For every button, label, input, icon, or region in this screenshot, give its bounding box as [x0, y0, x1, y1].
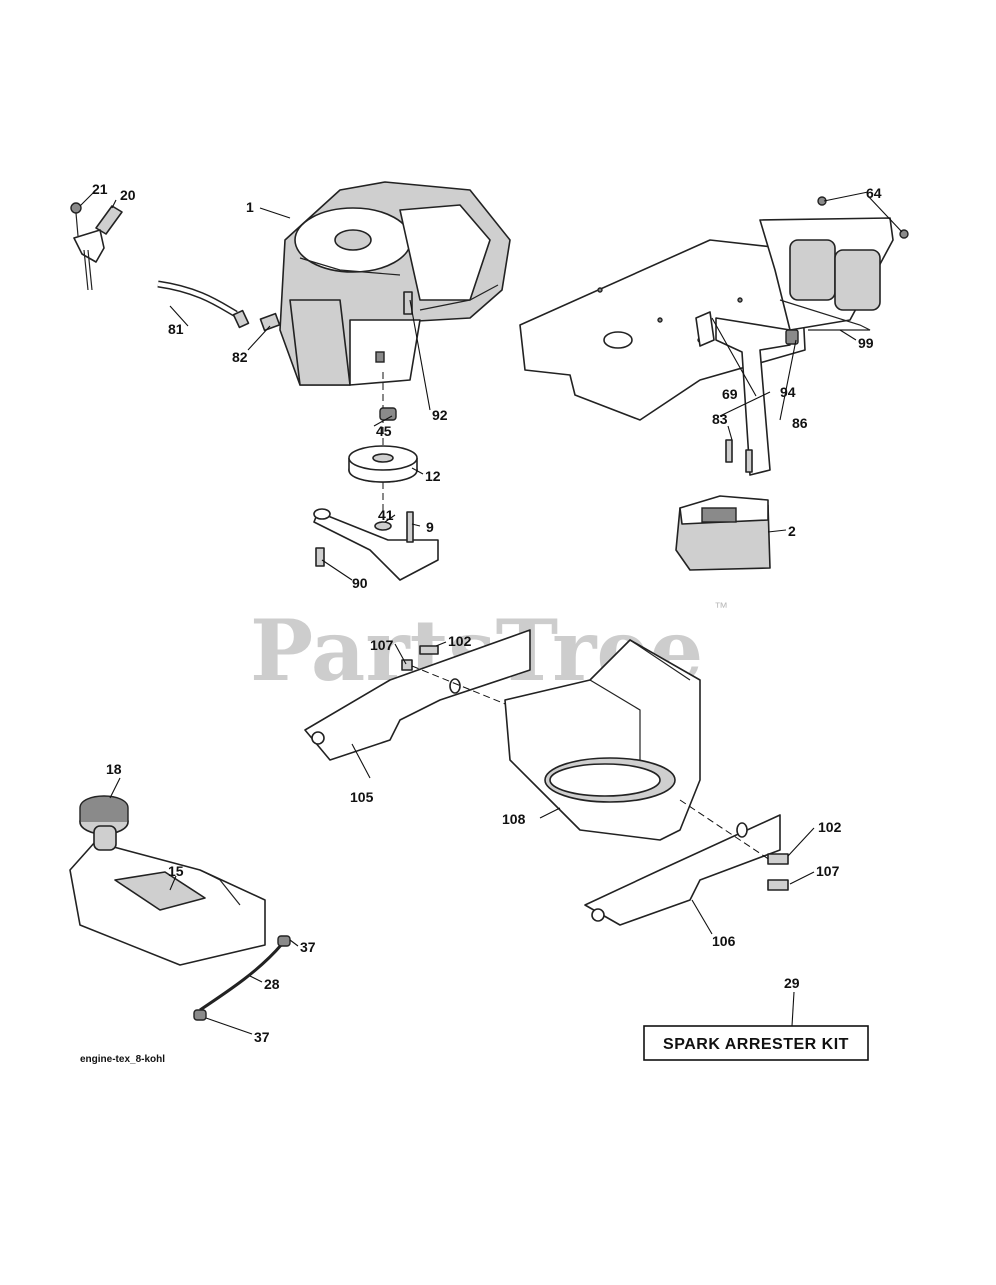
exhaust-assembly — [695, 311, 799, 476]
callout-102-left: 102 — [448, 633, 472, 649]
callout-45: 45 — [376, 423, 392, 439]
callout-9: 9 — [426, 519, 434, 535]
callout-18: 18 — [106, 761, 122, 777]
muffler — [675, 495, 771, 571]
kit-box — [643, 1025, 869, 1061]
callout-83: 83 — [712, 411, 728, 427]
callout-41: 41 — [378, 507, 394, 523]
side-rail-106 — [584, 799, 789, 926]
kit-label: SPARK ARRESTER KIT — [663, 1036, 849, 1053]
callout-15: 15 — [168, 863, 184, 879]
engine — [279, 181, 511, 386]
callout-108: 108 — [502, 811, 526, 827]
callout-1: 1 — [246, 199, 254, 215]
callout-86: 86 — [792, 415, 808, 431]
callout-90: 90 — [352, 575, 368, 591]
callout-81: 81 — [168, 321, 184, 337]
callout-94: 94 — [780, 384, 796, 400]
pulley-stack — [348, 291, 418, 520]
callout-107-left: 107 — [370, 637, 394, 653]
callout-2: 2 — [788, 523, 796, 539]
callout-37-lower: 37 — [254, 1029, 270, 1045]
callout-105: 105 — [350, 789, 374, 805]
fuel-line-81 — [157, 280, 281, 332]
callout-21: 21 — [92, 181, 108, 197]
dipstick-assembly — [70, 202, 123, 291]
callout-12: 12 — [425, 468, 441, 484]
callout-99: 99 — [858, 335, 874, 351]
callout-92: 92 — [432, 407, 448, 423]
spark-arrester-kit: SPARK ARRESTER KIT — [643, 1025, 869, 1061]
watermark-trademark: ™ — [714, 599, 728, 615]
callout-28: 28 — [264, 976, 280, 992]
chassis-plate — [519, 196, 909, 421]
callout-106: 106 — [712, 933, 736, 949]
side-rail-105 — [304, 629, 531, 761]
callout-107-right: 107 — [816, 863, 840, 879]
idler-bracket — [313, 508, 439, 581]
callout-82: 82 — [232, 349, 248, 365]
callout-20: 20 — [120, 187, 136, 203]
figure-id: engine-tex_8-kohl — [80, 1054, 165, 1065]
seat-bracket-108 — [504, 639, 701, 841]
callouts: 1 20 21 81 82 92 45 12 41 9 90 64 99 69 … — [92, 181, 882, 1045]
callout-29: 29 — [784, 975, 800, 991]
callout-102-right: 102 — [818, 819, 842, 835]
callout-64: 64 — [866, 185, 882, 201]
fuel-tank-assembly — [69, 795, 291, 1021]
callout-69: 69 — [722, 386, 738, 402]
callout-37-upper: 37 — [300, 939, 316, 955]
leader-lines — [79, 191, 903, 1035]
